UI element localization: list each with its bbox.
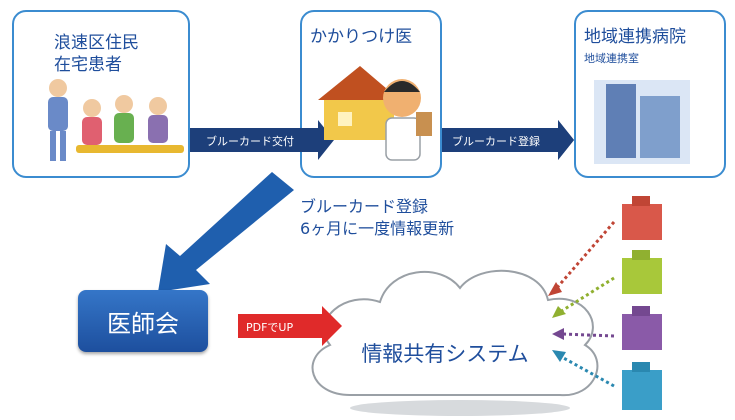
card-register-label: ブルーカード登録 <box>452 135 540 148</box>
residents-subtitle: 在宅患者 <box>54 55 122 75</box>
building-purple <box>622 306 662 350</box>
cloud-shadow <box>350 400 570 416</box>
hospital-title: 地域連携病院 <box>584 27 686 47</box>
card-issue-arrow-overlay <box>190 120 334 160</box>
caption-line2: 6ヶ月に一度情報更新 <box>300 219 455 238</box>
doctor-title: かかりつけ医 <box>310 27 413 47</box>
residents-title: 浪速区住民 <box>54 33 139 53</box>
pdf-up-arrow <box>238 306 342 346</box>
dotted-arrow-purple <box>561 332 615 338</box>
hospital-subtitle: 地域連携室 <box>584 52 639 65</box>
diagonal-connector-arrow <box>158 172 294 292</box>
ishikai-box: 医師会 <box>78 290 208 352</box>
cloud-shape <box>311 269 599 397</box>
caption-line1: ブルーカード登録 <box>300 197 429 216</box>
cloud-label: 情報共有システム <box>361 342 529 366</box>
building-green <box>622 250 662 294</box>
dotted-arrow-green <box>559 276 615 314</box>
doctor-illustration-overlay <box>318 66 432 161</box>
dotted-arrow-teal <box>559 354 615 388</box>
building-teal <box>622 362 662 410</box>
residents-illustration-overlay <box>48 79 184 161</box>
pdf-up-label: PDFでUP <box>246 321 294 334</box>
card-register-arrow-overlay <box>442 120 574 160</box>
card-issue-label: ブルーカード交付 <box>206 135 294 148</box>
hospital-illustration-overlay <box>594 80 690 164</box>
building-red <box>622 196 662 240</box>
